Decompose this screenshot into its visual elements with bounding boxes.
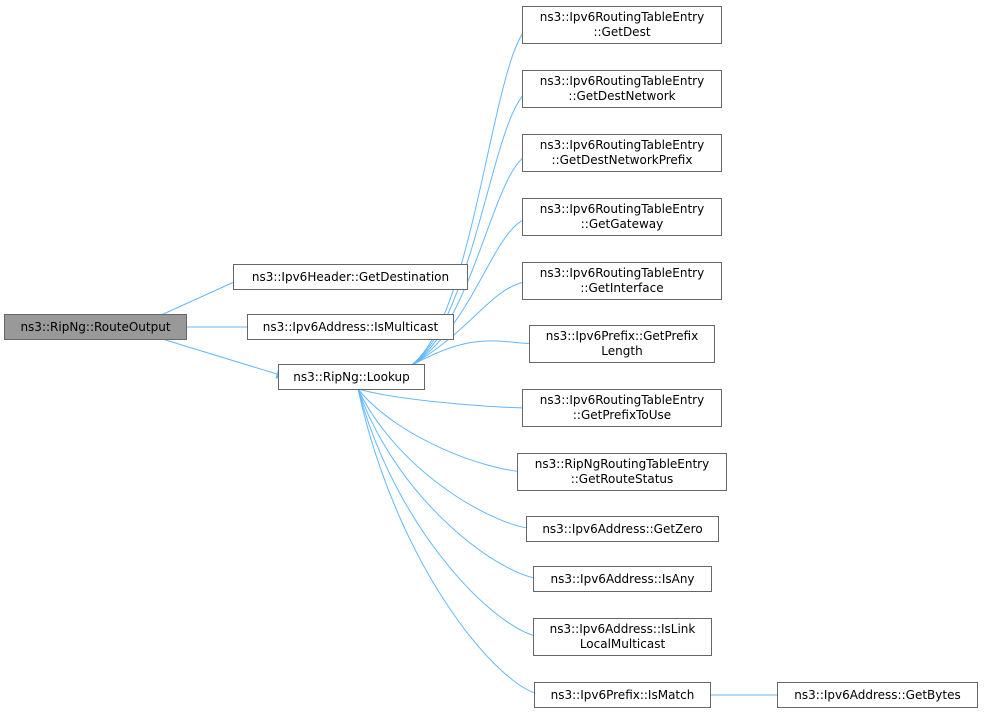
- node-label-line: ::GetDest: [593, 25, 651, 39]
- node-label-line: ns3::Ipv6Address::GetBytes: [794, 687, 961, 702]
- node-label-line: ns3::Ipv6Address::IsAny: [550, 571, 695, 586]
- node-is-any[interactable]: ns3::Ipv6Address::IsAny: [533, 566, 712, 592]
- node-label-line: ::GetRouteStatus: [570, 472, 674, 486]
- node-get-interface[interactable]: ns3::Ipv6RoutingTableEntry::GetInterface: [522, 262, 722, 300]
- call-edge: [158, 337, 287, 378]
- node-is-match[interactable]: ns3::Ipv6Prefix::IsMatch: [534, 682, 711, 708]
- node-label-line: ns3::Ipv6Address::GetZero: [542, 521, 703, 536]
- node-label-line: ns3::Ipv6RoutingTableEntry: [539, 393, 705, 407]
- node-label-line: ns3::Ipv6Address::IsLink: [549, 622, 696, 636]
- node-label-line: ns3::RipNgRoutingTableEntry: [534, 457, 710, 471]
- node-label-line: ns3::Ipv6Address::IsMulticast: [262, 319, 439, 334]
- call-edge: [357, 388, 535, 409]
- node-label-line: ns3::Ipv6Header::GetDestination: [251, 269, 450, 284]
- node-label-line: ns3::Ipv6RoutingTableEntry: [539, 266, 705, 280]
- call-edge: [357, 388, 544, 580]
- node-label-line: LocalMulticast: [579, 637, 666, 651]
- node-label-line: ::GetGateway: [580, 217, 664, 231]
- call-edge: [357, 388, 545, 696]
- node-get-route-status[interactable]: ns3::RipNgRoutingTableEntry::GetRouteSta…: [517, 453, 727, 491]
- node-label-line: ns3::Ipv6RoutingTableEntry: [539, 10, 705, 24]
- node-is-multicast[interactable]: ns3::Ipv6Address::IsMulticast: [247, 314, 454, 340]
- node-route-output[interactable]: ns3::RipNg::RouteOutput: [4, 314, 187, 340]
- node-get-dest[interactable]: ns3::Ipv6RoutingTableEntry::GetDest: [522, 6, 722, 44]
- node-lookup[interactable]: ns3::RipNg::Lookup: [278, 364, 425, 390]
- node-get-zero[interactable]: ns3::Ipv6Address::GetZero: [526, 516, 719, 542]
- node-label-line: ns3::RipNg::Lookup: [293, 369, 410, 384]
- call-edge: [406, 340, 541, 369]
- call-edge: [357, 388, 530, 473]
- call-edge: [357, 388, 538, 530]
- call-edge: [357, 388, 544, 638]
- node-label-line: ::GetDestNetworkPrefix: [551, 153, 693, 167]
- node-get-gateway[interactable]: ns3::Ipv6RoutingTableEntry::GetGateway: [522, 198, 722, 236]
- node-label-line: ::GetInterface: [580, 281, 664, 295]
- node-get-dest-network-prefix[interactable]: ns3::Ipv6RoutingTableEntry::GetDestNetwo…: [522, 134, 722, 172]
- call-edge: [406, 88, 535, 369]
- call-edge: [406, 152, 535, 369]
- node-label-line: ::GetPrefixToUse: [572, 408, 672, 422]
- node-label-line: ::GetDestNetwork: [568, 89, 676, 103]
- node-label-line: Length: [601, 344, 643, 358]
- node-label-line: ns3::Ipv6RoutingTableEntry: [539, 138, 705, 152]
- node-label-line: ns3::Ipv6RoutingTableEntry: [539, 74, 705, 88]
- call-edge: [158, 276, 246, 317]
- node-label-line: ns3::RipNg::RouteOutput: [20, 319, 171, 334]
- node-label-line: ns3::Ipv6Prefix::GetPrefix: [545, 329, 699, 343]
- node-get-destination[interactable]: ns3::Ipv6Header::GetDestination: [233, 264, 468, 290]
- node-get-bytes[interactable]: ns3::Ipv6Address::GetBytes: [777, 682, 978, 708]
- node-label-line: ns3::Ipv6RoutingTableEntry: [539, 202, 705, 216]
- call-edge: [406, 280, 535, 369]
- node-label-line: ns3::Ipv6Prefix::IsMatch: [550, 687, 695, 702]
- call-edge: [406, 216, 535, 369]
- node-get-dest-network[interactable]: ns3::Ipv6RoutingTableEntry::GetDestNetwo…: [522, 70, 722, 108]
- node-get-prefix-to-use[interactable]: ns3::Ipv6RoutingTableEntry::GetPrefixToU…: [522, 389, 722, 427]
